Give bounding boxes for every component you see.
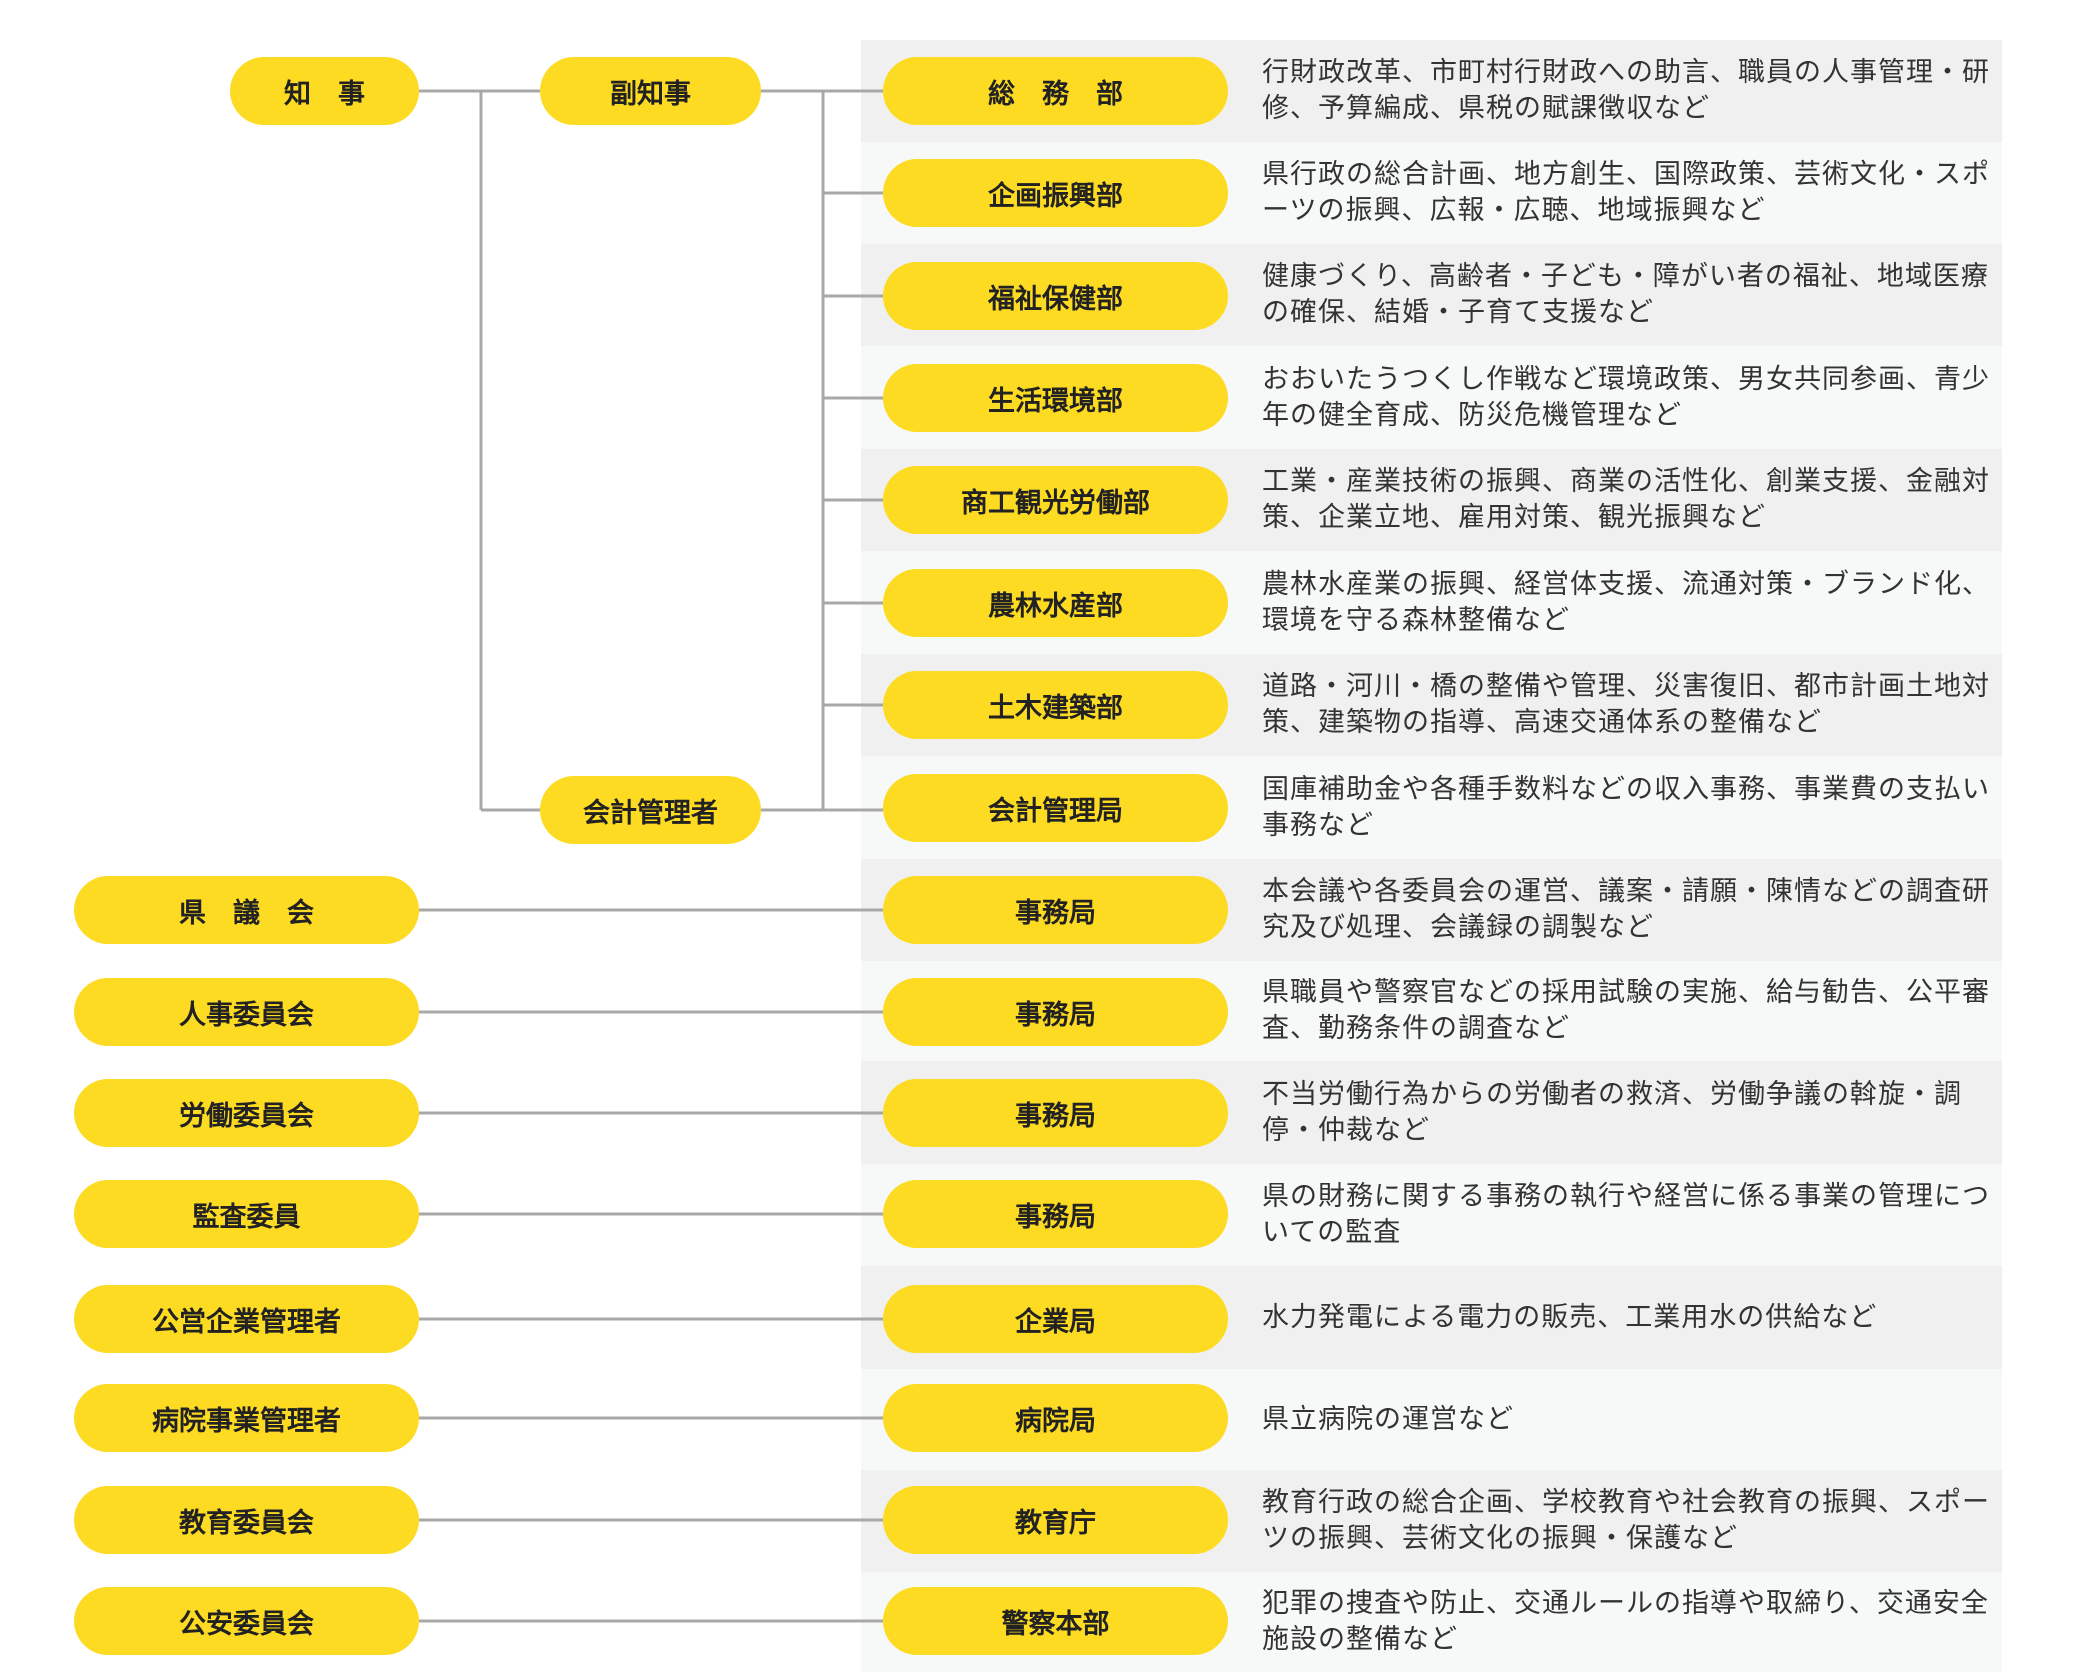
commission-box: 監査委員 [74, 1180, 419, 1248]
commission-box: 教育委員会 [74, 1486, 419, 1554]
department-box: 土木建築部 [883, 671, 1228, 739]
department-box: 総 務 部 [883, 57, 1228, 125]
secretariat-box: 事務局 [883, 978, 1228, 1046]
description-label: 本会議や各委員会の運営、議案・請願・陳情などの調査研究及び処理、会議録の調製など [1262, 876, 1990, 943]
description-label: 不当労働行為からの労働者の救済、労働争議の斡旋・調停・仲裁など [1262, 1078, 1962, 1146]
description-label: 県立病院の運営など [1262, 1403, 1514, 1435]
description-text: 不当労働行為からの労働者の救済、労働争議の斡旋・調停・仲裁など [1262, 1061, 2002, 1164]
vice-governor-box: 副知事 [540, 57, 761, 125]
secretariat-box: 病院局 [883, 1384, 1228, 1452]
description-text: 工業・産業技術の振興、商業の活性化、創業支援、金融対策、企業立地、雇用対策、観光… [1262, 449, 2002, 551]
description-label: 水力発電による電力の販売、工業用水の供給など [1262, 1301, 1878, 1333]
description-text: 犯罪の捜査や防止、交通ルールの指導や取締り、交通安全施設の整備など [1262, 1572, 2002, 1672]
description-label: 道路・河川・橋の整備や管理、災害復旧、都市計画土地対策、建築物の指導、高速交通体… [1262, 671, 1990, 738]
department-box: 商工観光労働部 [883, 466, 1228, 534]
commission-box: 病院事業管理者 [74, 1384, 419, 1452]
accounting-manager-box: 会計管理者 [540, 776, 761, 844]
secretariat-box: 企業局 [883, 1285, 1228, 1353]
department-box: 福祉保健部 [883, 262, 1228, 330]
secretariat-box: 警察本部 [883, 1587, 1228, 1655]
description-label: 犯罪の捜査や防止、交通ルールの指導や取締り、交通安全施設の整備など [1262, 1588, 1989, 1655]
description-text: 県立病院の運営など [1262, 1369, 2002, 1470]
department-box: 生活環境部 [883, 364, 1228, 432]
description-text: 水力発電による電力の販売、工業用水の供給など [1262, 1266, 2002, 1369]
description-text: 健康づくり、高齢者・子ども・障がい者の福祉、地域医療の確保、結婚・子育て支援など [1262, 244, 2002, 346]
commission-box: 人事委員会 [74, 978, 419, 1046]
secretariat-box: 事務局 [883, 1180, 1228, 1248]
description-text: 道路・河川・橋の整備や管理、災害復旧、都市計画土地対策、建築物の指導、高速交通体… [1262, 654, 2002, 756]
description-text: 県職員や警察官などの採用試験の実施、給与勧告、公平審査、勤務条件の調査など [1262, 961, 2002, 1061]
department-box: 農林水産部 [883, 569, 1228, 637]
department-box: 企画振興部 [883, 159, 1228, 227]
description-text: 教育行政の総合企画、学校教育や社会教育の振興、スポーツの振興、芸術文化の振興・保… [1262, 1470, 2002, 1572]
description-label: 行財政改革、市町村行財政への助言、職員の人事管理・研修、予算編成、県税の賦課徴収… [1262, 57, 1990, 124]
description-label: おおいたうつくし作戦など環境政策、男女共同参画、青少年の健全育成、防災危機管理な… [1262, 363, 1990, 431]
description-label: 工業・産業技術の振興、商業の活性化、創業支援、金融対策、企業立地、雇用対策、観光… [1262, 466, 1990, 533]
secretariat-box: 事務局 [883, 1079, 1228, 1147]
governor-box: 知 事 [230, 57, 419, 125]
commission-box: 労働委員会 [74, 1079, 419, 1147]
description-text: 県の財務に関する事務の執行や経営に係る事業の管理についての監査 [1262, 1164, 2002, 1266]
description-text: 本会議や各委員会の運営、議案・請願・陳情などの調査研究及び処理、会議録の調製など [1262, 859, 2002, 961]
secretariat-box: 事務局 [883, 876, 1228, 944]
description-label: 農林水産業の振興、経営体支援、流通対策・ブランド化、環境を守る森林整備など [1262, 568, 1990, 636]
description-text: 国庫補助金や各種手数料などの収入事務、事業費の支払い事務など [1262, 756, 2002, 859]
description-text: 県行政の総合計画、地方創生、国際政策、芸術文化・スポーツの振興、広報・広聴、地域… [1262, 142, 2002, 244]
description-text: 農林水産業の振興、経営体支援、流通対策・ブランド化、環境を守る森林整備など [1262, 551, 2002, 654]
description-text: おおいたうつくし作戦など環境政策、男女共同参画、青少年の健全育成、防災危機管理な… [1262, 346, 2002, 449]
description-label: 県行政の総合計画、地方創生、国際政策、芸術文化・スポーツの振興、広報・広聴、地域… [1262, 159, 1990, 226]
description-label: 県の財務に関する事務の執行や経営に係る事業の管理についての監査 [1262, 1181, 1990, 1248]
commission-box: 公安委員会 [74, 1587, 419, 1655]
department-box: 会計管理局 [883, 774, 1228, 842]
description-label: 教育行政の総合企画、学校教育や社会教育の振興、スポーツの振興、芸術文化の振興・保… [1262, 1487, 1990, 1554]
description-label: 健康づくり、高齢者・子ども・障がい者の福祉、地域医療の確保、結婚・子育て支援など [1262, 261, 1989, 328]
description-label: 国庫補助金や各種手数料などの収入事務、事業費の支払い事務など [1262, 773, 1990, 841]
description-label: 県職員や警察官などの採用試験の実施、給与勧告、公平審査、勤務条件の調査など [1262, 977, 1990, 1044]
commission-box: 公営企業管理者 [74, 1285, 419, 1353]
secretariat-box: 教育庁 [883, 1486, 1228, 1554]
commission-box: 県 議 会 [74, 876, 419, 944]
description-text: 行財政改革、市町村行財政への助言、職員の人事管理・研修、予算編成、県税の賦課徴収… [1262, 40, 2002, 142]
